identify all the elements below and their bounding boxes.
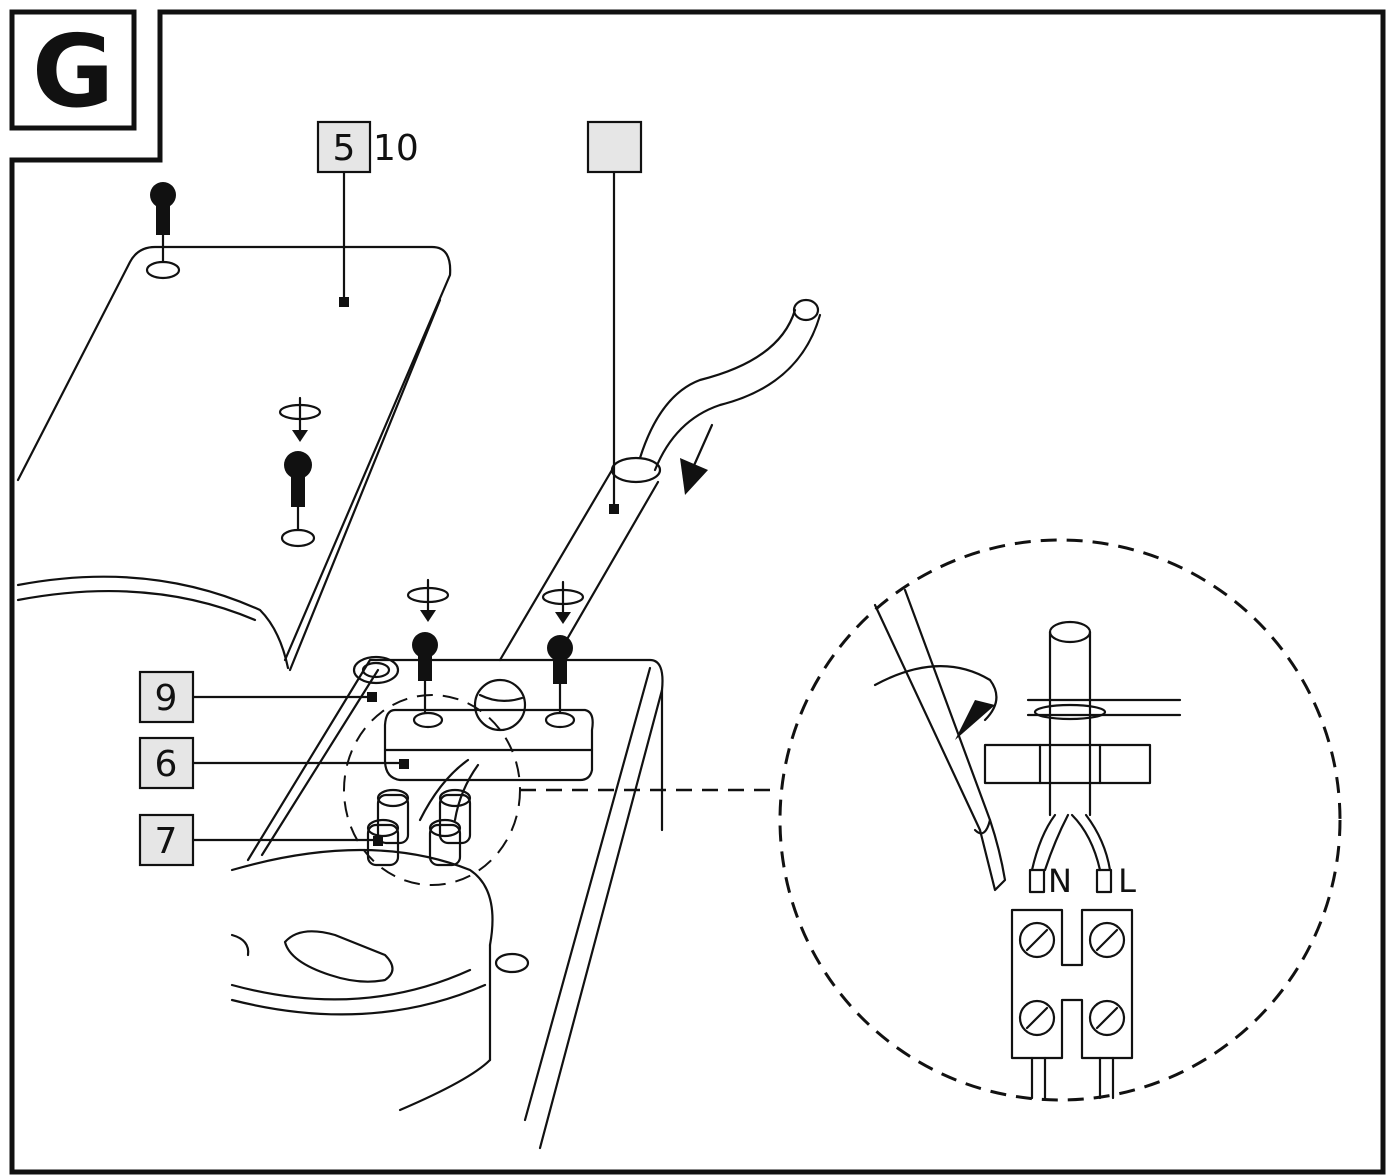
callout-blank	[586, 120, 643, 174]
screw-hole-top	[145, 260, 181, 280]
cable	[638, 308, 797, 460]
terminal-block-detail	[1010, 908, 1134, 1100]
cover-plate-curl	[16, 575, 290, 670]
terminal-label-n: N	[1048, 862, 1072, 900]
callout-5: 5	[316, 120, 372, 174]
cover-plate	[16, 245, 452, 662]
detail-zoom-circle	[778, 538, 1342, 1102]
svg-text:6: 6	[155, 744, 178, 785]
callout-9: 9	[138, 670, 195, 724]
rotate-arrow-icon	[541, 580, 585, 624]
cover-plate-edge	[288, 298, 442, 672]
screw-icon	[547, 635, 573, 714]
grommet	[352, 655, 400, 685]
base-housing	[246, 658, 664, 1150]
svg-text:7: 7	[155, 821, 178, 862]
insertion-arrow-icon	[680, 423, 714, 495]
cable-sleeve	[498, 468, 660, 662]
svg-text:9: 9	[155, 678, 178, 719]
outer-frame	[9, 9, 1386, 1175]
callout-7: 7	[138, 813, 195, 867]
screwdriver-icon	[873, 588, 1007, 892]
callout-10: 10	[373, 128, 419, 169]
screw-icon	[150, 182, 176, 264]
step-letter: G	[32, 13, 114, 130]
screw-hole-middle	[280, 528, 316, 548]
terminal-label-l: L	[1118, 862, 1136, 900]
rotate-arrow-icon	[406, 578, 450, 622]
callout-6: 6	[138, 736, 195, 790]
step-letter-box	[9, 9, 137, 131]
strain-relief-clamp	[383, 708, 594, 782]
terminal-block	[366, 758, 480, 867]
rotate-arrow-icon	[278, 396, 322, 442]
svg-text:5: 5	[333, 128, 356, 169]
screw-icon	[412, 632, 438, 714]
screw-icon	[284, 451, 312, 532]
